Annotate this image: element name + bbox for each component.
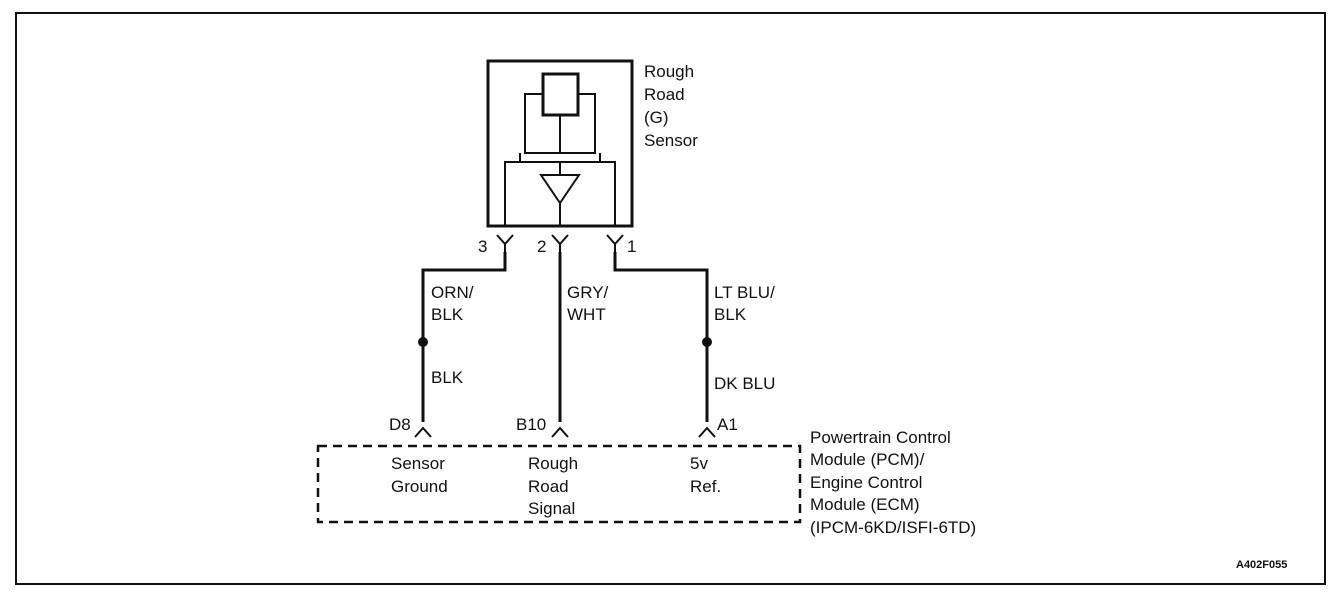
module-title-line-2: Module (PCM)/: [810, 450, 925, 469]
module-title-line-1: Powertrain Control: [810, 428, 951, 447]
sensor-pin-label-3: 3: [478, 237, 487, 256]
sensor-pin-label-2: 2: [537, 237, 546, 256]
module-connector-d8: [414, 426, 432, 438]
figure-code: A402F055: [1236, 559, 1287, 571]
module-pin-label-a1: A1: [717, 415, 738, 434]
wire-sensor-ground: [421, 252, 507, 422]
module-connector-b10: [551, 426, 569, 438]
splice-dot-reference: [702, 337, 712, 347]
function-d8-line-2: Ground: [391, 477, 448, 496]
sensor-title-line-2: Road: [644, 85, 685, 104]
module-connector-a1: [698, 426, 716, 438]
sensor-title-line-4: Sensor: [644, 131, 698, 150]
splice-dot-ground: [418, 337, 428, 347]
module-box: [316, 444, 802, 524]
wire-color-pin2-line-1: GRY/: [567, 283, 609, 302]
wire-color-pin3-lower: BLK: [431, 368, 464, 387]
sensor-connector-pin-3: [496, 234, 514, 252]
function-d8-line-1: Sensor: [391, 454, 445, 473]
module-title-line-5: (IPCM-6KD/ISFI-6TD): [810, 518, 976, 537]
wire-color-pin1-line-2: BLK: [714, 305, 747, 324]
sensor-pin-label-1: 1: [627, 237, 636, 256]
module-title-line-4: Module (ECM): [810, 495, 920, 514]
module-pin-label-b10: B10: [516, 415, 546, 434]
wire-5v-reference: [613, 252, 709, 422]
sensor-title-line-3: (G): [644, 108, 669, 127]
function-a1-line-2: Ref.: [690, 477, 721, 496]
wire-color-pin2-line-2: WHT: [567, 305, 606, 324]
wire-color-pin3-line-1: ORN/: [431, 283, 474, 302]
function-b10-line-3: Signal: [528, 499, 575, 518]
sensor-connector-pin-1: [606, 234, 624, 252]
diagram-frame: [15, 12, 1326, 585]
wire-color-pin3-line-2: BLK: [431, 305, 464, 324]
function-a1-line-1: 5v: [690, 454, 708, 473]
sensor-connector-pin-2: [551, 234, 569, 252]
function-b10-line-1: Rough: [528, 454, 578, 473]
wire-color-pin1-lower: DK BLU: [714, 374, 775, 393]
module-pin-label-d8: D8: [389, 415, 411, 434]
rough-road-sensor: [486, 59, 634, 228]
wire-color-pin1-line-1: LT BLU/: [714, 283, 775, 302]
function-b10-line-2: Road: [528, 477, 569, 496]
module-title-line-3: Engine Control: [810, 473, 922, 492]
sensor-title-line-1: Rough: [644, 62, 694, 81]
